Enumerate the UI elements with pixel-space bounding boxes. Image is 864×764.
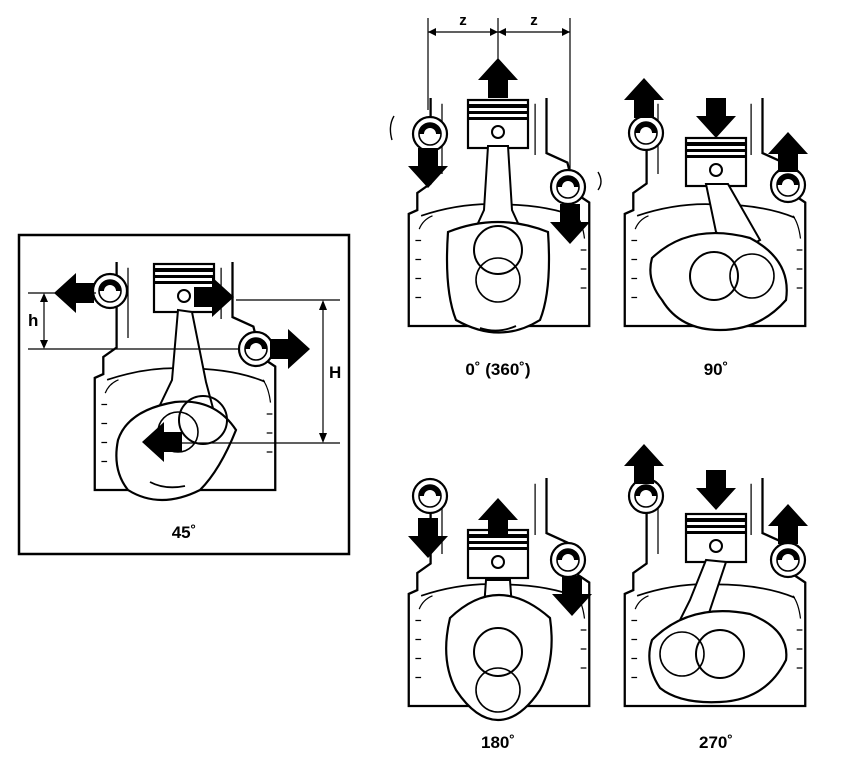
panel-0: z z 0˚ (360˚) [389,12,602,379]
caption-90: 90˚ [704,360,729,379]
force-arrow-left-up-270 [624,444,664,484]
panel-90: 90˚ [623,78,808,379]
rotation-arrow-45 [149,481,186,489]
crank-journal-45 [178,395,228,445]
crank-pin-270 [659,631,705,677]
H-label: H [329,363,341,382]
crank-web-180 [445,593,553,722]
h-label: h [28,311,38,330]
panel-270: 270˚ [623,444,808,752]
z-dim-arrows [428,28,570,36]
balance-gear-left-45 [91,272,129,310]
crank-journal-270 [695,629,745,679]
crank-web-90 [649,232,788,332]
force-arrow-piston-down-270 [696,470,736,510]
balance-gear-right-45 [237,330,275,368]
crank-journal-180 [473,627,523,677]
panel-45: h H 45˚ [17,233,351,556]
connecting-rod-0 [472,145,524,233]
panel-45-frame [17,233,351,556]
crank-web-0 [445,220,551,334]
crank-web-270 [648,610,788,704]
balance-gear-right-270 [769,541,807,579]
balance-gear-left-0 [411,115,449,153]
force-arrow-right-down-180 [552,576,592,616]
balance-gear-right-0 [549,168,587,206]
z-label-left: z [459,12,467,29]
caption-270: 270˚ [699,733,733,752]
caption-45: 45˚ [172,523,197,542]
rotation-arrow-gear-left-0 [389,115,395,141]
caption-0: 0˚ (360˚) [465,360,530,379]
caption-180: 180˚ [481,733,515,752]
rotation-arrow-gear-right-0 [597,171,602,191]
crank-pin-0 [475,257,521,303]
crank-pin-180 [475,667,521,713]
piston-0 [466,98,530,150]
force-arrow-right-up-90 [768,132,808,172]
crank-journal-0 [473,225,523,275]
force-arrow-right-45 [270,329,310,369]
balance-gear-left-180 [411,477,449,515]
piston-90 [684,136,748,188]
balance-gear-left-270 [627,477,665,515]
piston-270 [684,512,748,564]
force-arrow-piston-down-90 [696,98,736,138]
rotation-arrow-crank-0 [479,325,517,332]
balance-gear-right-90 [769,166,807,204]
crank-pin-90 [729,253,775,299]
z-label-right: z [530,12,538,29]
balance-gear-right-180 [549,541,587,579]
balance-gear-left-90 [627,114,665,152]
force-arrow-piston-up-0 [478,58,518,98]
crank-journal-90 [689,251,739,301]
panel-180: 180˚ [407,476,592,752]
